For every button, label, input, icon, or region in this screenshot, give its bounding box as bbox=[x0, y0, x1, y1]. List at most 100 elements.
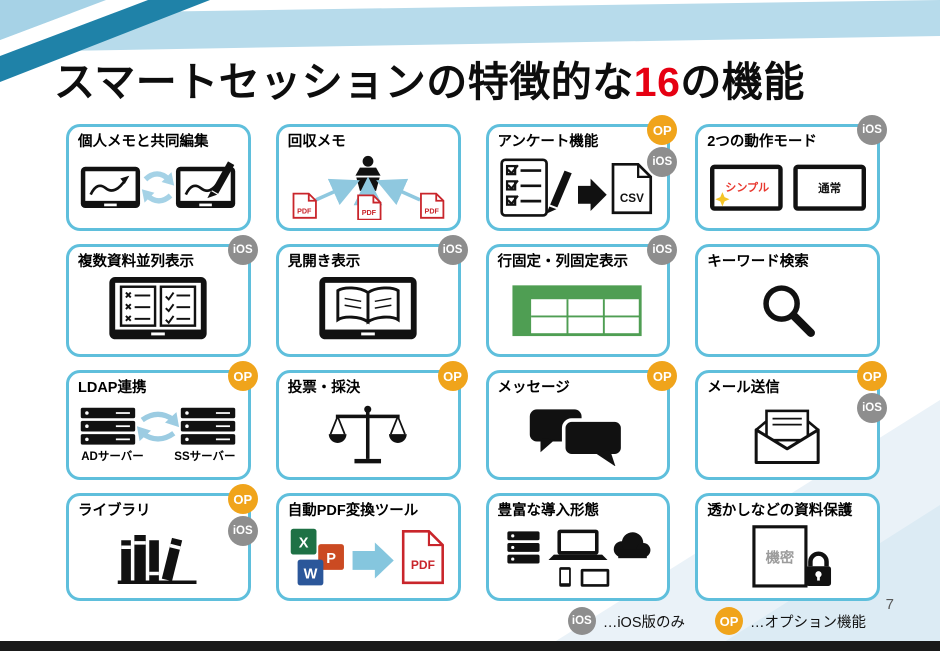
card-title: メール送信 bbox=[707, 380, 780, 396]
padlock-icon bbox=[805, 551, 831, 587]
book-spread-tablet-icon bbox=[319, 277, 417, 340]
server-stack-icon bbox=[507, 530, 540, 564]
ios-badge: iOS bbox=[227, 235, 258, 265]
title-prefix: スマートセッションの特徴的な bbox=[54, 59, 634, 105]
legend: iOS …iOS版のみ OP …オプション機能 bbox=[567, 607, 866, 635]
icon-area bbox=[707, 397, 868, 473]
open-mail-envelope-icon bbox=[755, 409, 821, 464]
op-legend-text: …オプション機能 bbox=[750, 614, 866, 631]
tablet-icon bbox=[580, 568, 610, 587]
freeze-panes-table-icon bbox=[512, 284, 642, 336]
svg-text:P: P bbox=[326, 551, 336, 567]
ios-badge: iOS bbox=[647, 235, 678, 265]
op-badge: OP bbox=[437, 361, 468, 391]
feature-card-library: OP iOS ライブラリ bbox=[66, 484, 258, 601]
ad-server-label: ADサーバー bbox=[81, 451, 144, 464]
title-highlight-number: 16 bbox=[633, 59, 681, 105]
svg-text:PDF: PDF bbox=[425, 207, 440, 215]
feature-grid: 個人メモと共同編集 bbox=[66, 115, 887, 601]
server-stack-icon bbox=[81, 407, 136, 445]
two-mode-tablets-icon: シンプル 通常 bbox=[709, 164, 866, 211]
svg-text:シンプル: シンプル bbox=[725, 180, 769, 194]
library-books-icon bbox=[118, 534, 197, 584]
feature-card-keyword-search: キーワード検索 bbox=[695, 244, 880, 357]
svg-text:機密: 機密 bbox=[765, 549, 794, 567]
page-title: スマートセッションの特徴的な16の機能 bbox=[54, 48, 805, 108]
magnifier-icon bbox=[762, 285, 815, 338]
card-title: 投票・採決 bbox=[287, 380, 361, 396]
powerpoint-icon bbox=[318, 543, 345, 570]
excel-icon bbox=[290, 528, 317, 555]
sparkle-icon bbox=[714, 191, 730, 206]
page-number: 7 bbox=[885, 596, 894, 613]
convert-arrow-icon bbox=[352, 542, 394, 579]
feature-card-pdf-convert: 自動PDF変換ツール X P W PDF bbox=[275, 493, 461, 601]
op-badge: OP bbox=[647, 115, 678, 145]
card-title: 行固定・列固定表示 bbox=[497, 254, 629, 270]
ss-server-label: SSサーバー bbox=[174, 451, 236, 464]
csv-file-icon: CSV bbox=[611, 162, 652, 214]
feature-card-voting: OP 投票・採決 bbox=[275, 361, 468, 480]
icon-area bbox=[288, 397, 449, 473]
card-title: 見開き表示 bbox=[287, 254, 361, 270]
op-badge: OP bbox=[857, 361, 887, 391]
feature-card-doc-protection: 透かしなどの資料保護 機密 bbox=[695, 493, 880, 601]
feature-card-survey: OP iOS アンケート機能 bbox=[485, 115, 678, 231]
feature-card-collect-memo: 回収メモ PDF bbox=[275, 124, 461, 231]
pdf-file-icon: PDF bbox=[292, 192, 317, 219]
icon-area bbox=[498, 397, 659, 473]
card-title: メッセージ bbox=[497, 380, 570, 396]
server-labels: ADサーバー SSサーバー bbox=[81, 448, 235, 464]
icon-area: 機密 bbox=[707, 520, 868, 594]
svg-text:通常: 通常 bbox=[818, 181, 841, 195]
card-title: 回収メモ bbox=[287, 134, 346, 150]
card-title: アンケート機能 bbox=[497, 134, 599, 150]
icon-area: X P W PDF bbox=[288, 520, 449, 594]
svg-text:W: W bbox=[304, 566, 318, 582]
chat-bubbles-icon bbox=[529, 408, 625, 467]
confidential-document-lock-icon: 機密 bbox=[751, 525, 831, 588]
feature-card-message: OP メッセージ bbox=[485, 361, 678, 480]
top-corner-triangle bbox=[0, 0, 106, 40]
dual-tablet-edit-sync-icon bbox=[81, 161, 236, 208]
balance-scale-icon bbox=[329, 405, 408, 464]
icon-area bbox=[707, 271, 868, 350]
pdf-file-icon: PDF bbox=[402, 529, 445, 584]
card-title: 個人メモと共同編集 bbox=[78, 134, 209, 150]
card-title: 複数資料並列表示 bbox=[78, 254, 194, 270]
icon-area bbox=[78, 271, 239, 350]
feature-card-personal-memo: 個人メモと共同編集 bbox=[66, 124, 251, 231]
op-badge: OP bbox=[647, 361, 678, 391]
card-title: キーワード検索 bbox=[707, 254, 809, 270]
card-title: 自動PDF変換ツール bbox=[287, 503, 419, 519]
ios-badge: iOS bbox=[567, 607, 596, 635]
ios-badge: iOS bbox=[647, 147, 678, 177]
icon-area bbox=[78, 151, 239, 224]
ios-badge: iOS bbox=[857, 115, 887, 145]
checklist-to-csv-icon: CSV bbox=[500, 158, 652, 217]
feature-card-ldap: OP LDAP連携 bbox=[66, 361, 258, 480]
office-files-to-pdf-icon: X P W PDF bbox=[290, 528, 445, 586]
word-icon bbox=[297, 559, 324, 586]
icon-area: CSV bbox=[498, 151, 659, 224]
card-title: 2つの動作モード bbox=[707, 134, 817, 150]
cloud-icon bbox=[613, 531, 651, 558]
parallel-documents-tablet-icon bbox=[109, 277, 208, 340]
svg-text:X: X bbox=[299, 535, 309, 551]
top-band-light bbox=[0, 0, 940, 52]
ios-badge: iOS bbox=[227, 516, 258, 546]
pdf-file-icon: PDF bbox=[357, 194, 382, 220]
icon-area bbox=[498, 271, 659, 350]
smartphone-icon bbox=[559, 566, 571, 587]
icon-area bbox=[78, 520, 239, 594]
feature-card-freeze-panes: iOS 行固定・列固定表示 bbox=[485, 235, 678, 357]
icon-area bbox=[288, 271, 449, 350]
icon-area: PDF PDF PDF bbox=[288, 151, 449, 224]
card-title: ライブラリ bbox=[78, 503, 151, 519]
icon-area: シンプル 通常 bbox=[707, 151, 868, 224]
laptop-icon bbox=[548, 529, 608, 560]
server-sync-icon bbox=[81, 407, 236, 445]
feature-card-two-modes: iOS 2つの動作モード シンプル 通常 bbox=[695, 115, 887, 231]
ios-legend-text: …iOS版のみ bbox=[602, 614, 685, 631]
